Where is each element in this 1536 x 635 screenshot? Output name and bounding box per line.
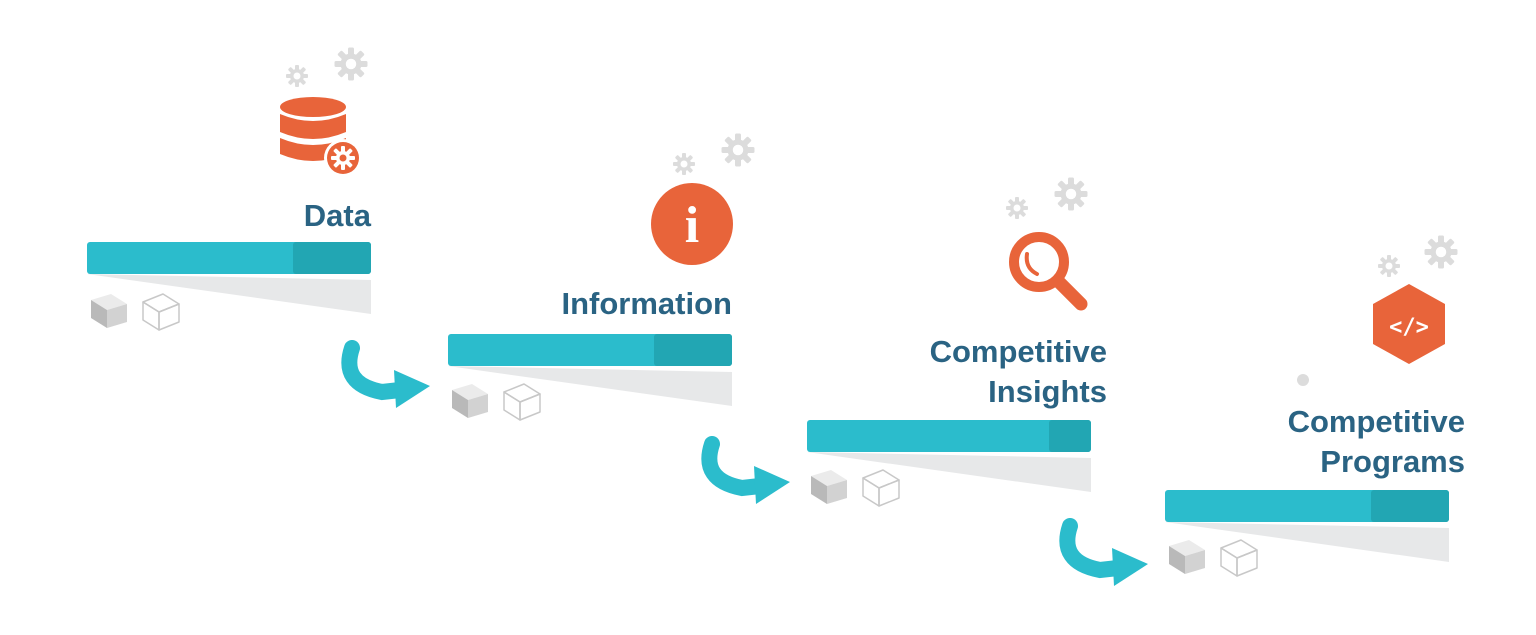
platform (448, 334, 732, 406)
code-glyph: </> (1389, 315, 1429, 340)
outline-cube-icon (142, 293, 180, 331)
code-hexagon-icon: </> (1373, 284, 1445, 364)
info-glyph: i (685, 197, 699, 254)
stage-information: i Information (448, 128, 755, 428)
gear-icon (334, 47, 368, 81)
gear-icon (1006, 197, 1028, 219)
gear-icon (1054, 177, 1088, 211)
platform (807, 420, 1091, 492)
stage-title: Data (303, 198, 371, 233)
solid-cube-icon (1169, 540, 1205, 574)
dot-icon (1297, 374, 1309, 386)
gear-icon (286, 65, 308, 87)
solid-cube-icon (91, 294, 127, 328)
stage-title: Competitive Programs (1287, 404, 1465, 479)
gear-icon (721, 133, 755, 167)
stage-competitive-insights: Competitive Insights (807, 176, 1107, 516)
magnifier-icon (1009, 232, 1088, 311)
gear-icon (673, 153, 695, 175)
database-gear-icon (280, 97, 362, 177)
curved-arrow-icon (701, 436, 790, 504)
platform (87, 242, 371, 314)
stage-data: Data (87, 40, 387, 331)
gear-icon (1378, 255, 1400, 277)
gear-icon (1424, 235, 1458, 269)
curved-arrow-icon (1059, 518, 1148, 586)
info-circle-icon: i (651, 183, 733, 265)
outline-cube-icon (1220, 539, 1258, 577)
stage-competitive-programs: </> Competitive Programs (1165, 235, 1465, 586)
solid-cube-icon (811, 470, 847, 504)
outline-cube-icon (862, 469, 900, 507)
curved-arrow-icon (341, 340, 430, 408)
stage-title: Information (561, 286, 733, 321)
solid-cube-icon (452, 384, 488, 418)
outline-cube-icon (503, 383, 541, 421)
stage-title: Competitive Insights (929, 334, 1107, 409)
platform (1165, 490, 1449, 562)
